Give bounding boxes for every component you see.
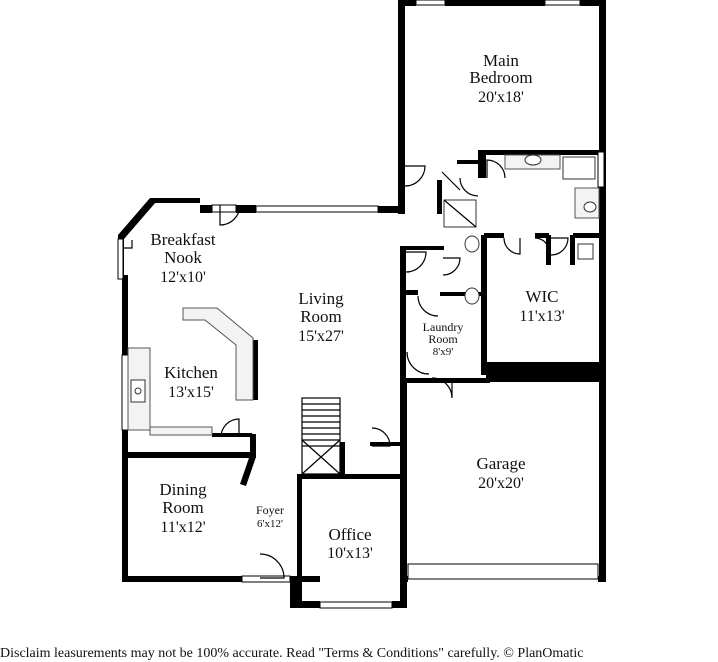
svg-text:20'x18': 20'x18' [478,89,524,106]
svg-text:Kitchen: Kitchen [164,363,218,382]
svg-text:Garage: Garage [476,454,525,473]
svg-text:11'x13': 11'x13' [519,308,564,325]
room-label-office: Office 10'x13' [327,525,373,562]
svg-text:10'x13': 10'x13' [327,545,373,562]
svg-text:Foyer: Foyer [256,503,284,517]
stairs [301,397,341,475]
svg-text:Room: Room [162,498,204,517]
room-label-living-room: Living Room 15'x27' [298,289,344,345]
kitchen-counters [127,307,254,436]
room-label-laundry-room: Laundry Room 8'x9' [423,320,464,358]
svg-text:Laundry: Laundry [423,320,464,334]
svg-text:Office: Office [328,525,371,544]
room-label-dining-room: Dining Room 11'x12' [159,480,207,536]
bath-fixtures [443,154,600,305]
walls [118,0,606,608]
disclaimer-text: Disclaim leasurements may not be 100% ac… [0,646,584,661]
svg-text:6'x12': 6'x12' [257,518,283,530]
svg-text:Dining: Dining [159,480,207,499]
svg-text:Main: Main [483,51,519,70]
room-label-garage: Garage 20'x20' [476,454,525,492]
svg-text:Breakfast: Breakfast [150,230,215,249]
room-label-main-bedroom: Main Bedroom 20'x18' [469,51,532,106]
svg-text:Nook: Nook [164,248,202,267]
room-label-breakfast-nook: Breakfast Nook 12'x10' [150,230,215,286]
svg-text:8'x9': 8'x9' [433,346,453,358]
door-swings [124,159,569,579]
room-label-kitchen: Kitchen 13'x15' [164,363,218,401]
svg-text:12'x10': 12'x10' [160,269,206,286]
svg-text:WIC: WIC [525,287,558,306]
windows [117,0,605,609]
svg-text:Room: Room [428,332,458,346]
svg-text:Living: Living [298,289,344,308]
svg-text:15'x27': 15'x27' [298,328,344,345]
room-label-foyer: Foyer 6'x12' [256,503,284,530]
svg-text:20'x20': 20'x20' [478,475,524,492]
svg-text:Room: Room [300,307,342,326]
svg-text:Bedroom: Bedroom [469,68,532,87]
svg-text:13'x15': 13'x15' [168,384,214,401]
room-label-wic: WIC 11'x13' [519,287,564,325]
garage-door [407,563,599,580]
svg-text:11'x12': 11'x12' [160,519,205,536]
floor-plan: Main Bedroom 20'x18' Breakfast Nook 12'x… [117,0,606,609]
